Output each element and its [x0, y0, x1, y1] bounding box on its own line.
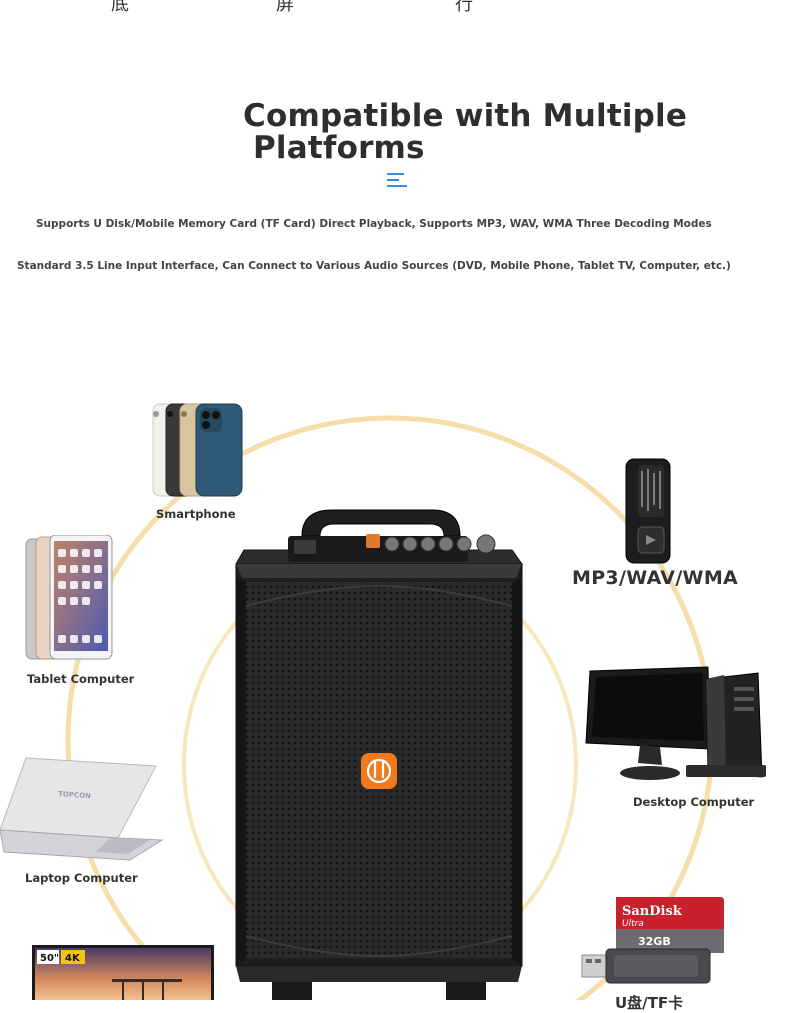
label-storage: U盘/TF卡: [615, 994, 684, 1012]
menu-icon: [387, 172, 407, 188]
label-smartphone: Smartphone: [156, 507, 236, 521]
desktop-computer-image: [585, 666, 766, 780]
tablet-image: [25, 535, 113, 660]
label-laptop: Laptop Computer: [25, 871, 138, 885]
feature-line-1: Supports U Disk/Mobile Memory Card (TF C…: [36, 218, 712, 230]
tv-image: 50" 4K: [32, 945, 214, 1000]
top-glyph-1: 底: [111, 0, 129, 15]
smartphone-image: [152, 403, 243, 497]
sd-brand-text: SanDisk: [622, 904, 683, 919]
storage-image: SanDisk Ultra 32GB: [581, 897, 724, 984]
sd-line-text: Ultra: [622, 919, 644, 929]
label-mp3: MP3/WAV/WMA: [572, 567, 739, 589]
label-tablet: Tablet Computer: [27, 672, 135, 686]
title-line-2: Platforms: [253, 130, 425, 166]
speaker-image: [235, 509, 523, 1000]
top-glyph-2: 屏: [276, 0, 294, 15]
sd-capacity-text: 32GB: [638, 935, 671, 948]
mp3-player-image: [625, 458, 671, 564]
title-line-1: Compatible with Multiple: [243, 98, 688, 134]
tv-res-text: 4K: [65, 953, 81, 964]
top-glyph-3: 行: [455, 0, 473, 15]
laptop-image: TOPCON: [0, 757, 164, 861]
tv-size-text: 50": [40, 953, 59, 964]
page-title: Compatible with Multiple Platforms: [243, 100, 713, 164]
laptop-brand-text: TOPCON: [58, 790, 91, 800]
feature-line-2: Standard 3.5 Line Input Interface, Can C…: [17, 260, 731, 272]
label-desktop: Desktop Computer: [633, 795, 755, 809]
